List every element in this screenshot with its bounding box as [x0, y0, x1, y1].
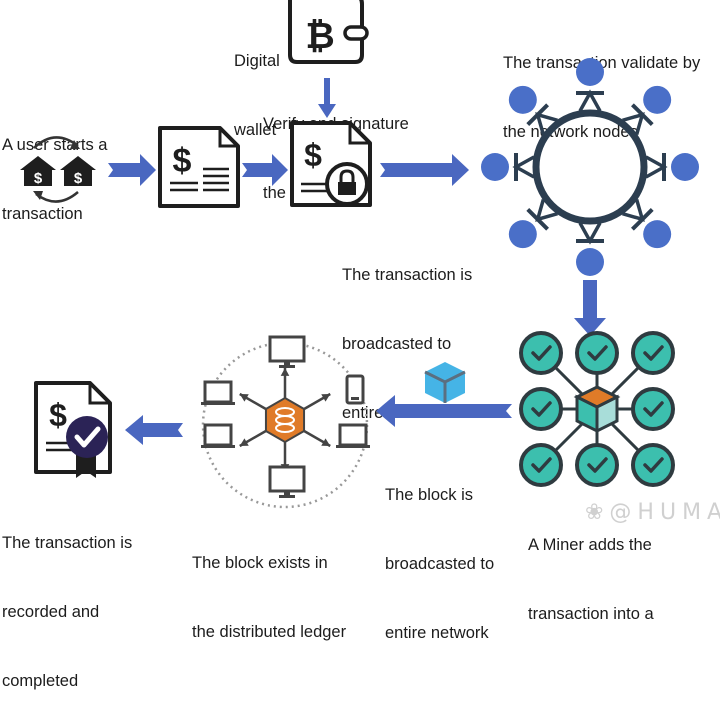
label-line: broadcasted to: [342, 335, 452, 353]
label-validate: The transaction validate by the network …: [503, 6, 700, 167]
cube-right: [595, 394, 619, 434]
network-node: [576, 248, 604, 276]
arrowhead: [239, 394, 249, 402]
label-line: entire network: [385, 624, 489, 642]
arrow-left-block: [376, 395, 512, 427]
check-icon: [531, 345, 552, 361]
watermark: ❀@HUMA: [585, 500, 720, 525]
connector-bar: [631, 208, 654, 231]
monitor-base: [279, 365, 295, 368]
laptop-base: [336, 445, 370, 448]
svg-text:₿: ₿: [305, 15, 334, 56]
diagram-canvas: $ $ $ ₿ $: [20, 0, 699, 509]
validated-node: [631, 443, 675, 487]
label-line: The transaction is: [342, 266, 473, 284]
label-line: broadcasted to: [385, 555, 495, 573]
laptop-base: [201, 445, 235, 448]
monitor-stand: [284, 491, 290, 496]
svg-text:$: $: [49, 397, 67, 433]
database-icon: [275, 407, 295, 417]
network-node: [576, 58, 604, 86]
connector-bar: [526, 103, 549, 126]
laptop-icon: [338, 423, 368, 447]
distributed-ledger-icon: [201, 335, 370, 509]
validated-node: [519, 387, 563, 431]
connector-bar: [631, 103, 654, 126]
label-line: The block exists in: [192, 554, 328, 572]
miner-block-icon: [519, 331, 675, 487]
connector: [512, 155, 535, 179]
svg-text:$: $: [34, 170, 43, 187]
svg-text:$: $: [173, 142, 192, 180]
label-line: transaction: [2, 205, 83, 223]
label-line: the distributed ledger: [192, 623, 347, 641]
network-node: [481, 153, 509, 181]
monitor-icon: [268, 465, 306, 493]
bank-exchange-icon: $ $: [20, 136, 96, 203]
label-line: completed: [2, 672, 79, 690]
network-node: [643, 85, 672, 114]
arrowhead: [321, 438, 331, 446]
certified-document-icon: $: [34, 381, 112, 478]
validated-node: [519, 331, 563, 375]
network-ring-icon: [481, 58, 699, 276]
laptop-icon: [203, 423, 233, 447]
svg-text:$: $: [74, 170, 83, 187]
check-icon: [643, 401, 664, 417]
laptop-base: [201, 402, 235, 405]
invoice-document-icon: $: [158, 126, 240, 208]
block-cube-icon: [424, 362, 466, 403]
arrowhead: [239, 438, 249, 446]
database-icon: [275, 415, 295, 425]
connector: [645, 155, 668, 179]
arrowhead: [321, 394, 331, 402]
validated-node: [519, 443, 563, 487]
check-icon: [643, 457, 664, 473]
network-node: [508, 85, 537, 114]
monitor-stand: [284, 361, 290, 366]
network-node: [643, 220, 672, 249]
label-line: The block is: [385, 486, 474, 504]
connector-bar: [526, 208, 549, 231]
label-line: wallet: [234, 121, 277, 139]
label-line: transaction into a: [528, 605, 654, 623]
check-icon: [587, 457, 608, 473]
check-icon: [643, 345, 664, 361]
validated-node: [575, 331, 619, 375]
network-node: [508, 220, 537, 249]
phone-button: [351, 397, 359, 400]
database-icon: [275, 423, 295, 433]
arrow-left-recorded: [125, 415, 183, 445]
laptop-icon: [203, 380, 233, 404]
arrow-right-1: [108, 154, 156, 186]
label-line: recorded and: [2, 603, 100, 621]
monitor-base: [279, 495, 295, 498]
flow-arrows: [108, 78, 606, 445]
connector: [578, 89, 602, 112]
svg-text:$: $: [304, 137, 322, 173]
locked-document-icon: $: [290, 121, 372, 207]
label-wallet: Digital wallet: [234, 4, 280, 165]
network-node: [671, 153, 699, 181]
arrow-down-network: [574, 280, 606, 336]
label-line: Digital: [234, 52, 280, 70]
arrow-right-2: [242, 154, 288, 186]
validated-node: [631, 387, 675, 431]
check-icon: [531, 457, 552, 473]
check-icon: [531, 401, 552, 417]
bitcoin-wallet-icon: ₿: [288, 0, 369, 64]
monitor-icon: [268, 335, 306, 363]
arrow-down-wallet: [318, 78, 336, 118]
phone-icon: [345, 374, 365, 405]
validated-node: [631, 331, 675, 375]
arrowhead: [280, 368, 290, 376]
check-icon: [587, 345, 608, 361]
arrow-right-3: [380, 154, 469, 186]
validated-node: [575, 443, 619, 487]
connector: [578, 222, 602, 245]
